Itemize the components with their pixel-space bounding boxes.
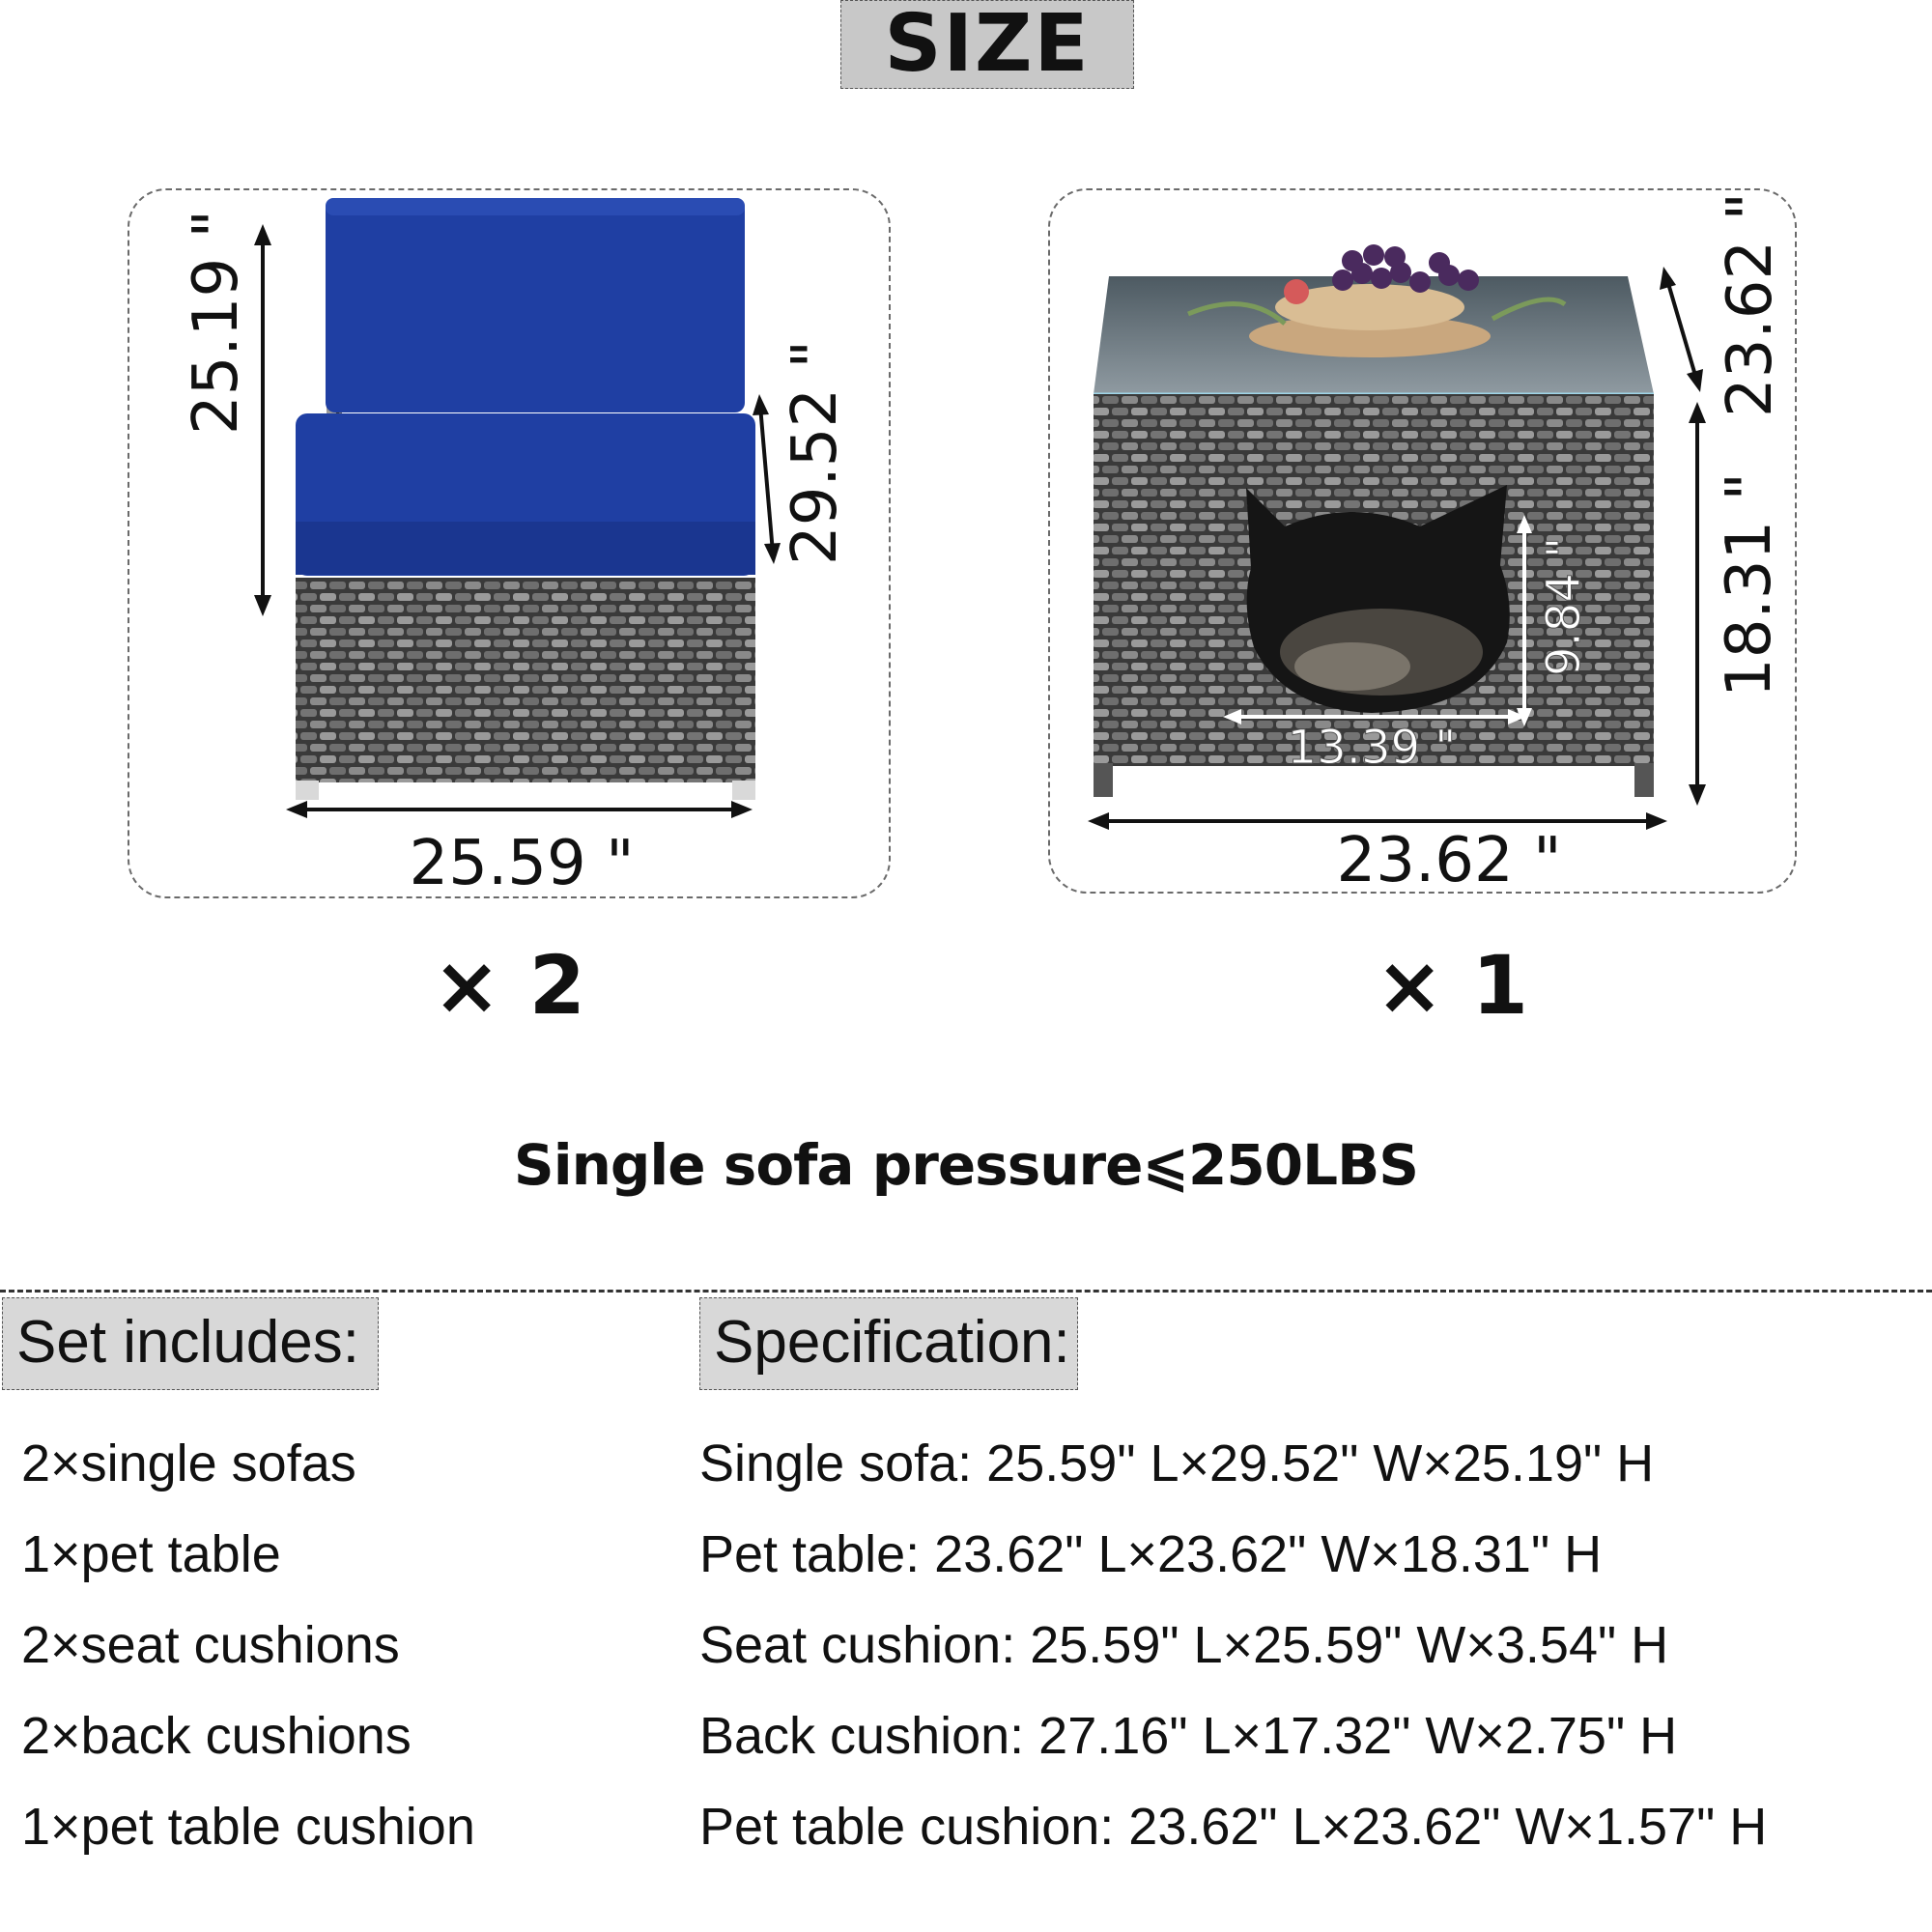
list-item: Back cushion: 27.16" L×17.32" W×2.75" H [699,1707,1678,1765]
sofa-width-label: 25.59 " [410,828,635,899]
set-includes-list: 2×single sofas 1×pet table 2×seat cushio… [21,1418,475,1872]
list-item: Pet table cushion: 23.62" L×23.62" W×1.5… [699,1798,1768,1856]
pressure-note: Single sofa pressure⩽250LBS [513,1132,1419,1198]
sofa-height-arrow [254,224,271,616]
table-depth-label: 23.62 " [1715,192,1786,417]
section-divider [0,1290,1932,1293]
table-depth-arrow [1660,267,1703,392]
list-item: 1×pet table cushion [21,1798,475,1856]
sofa-depth-label: 29.52 " [780,340,851,565]
opening-width-label: 13.39 " [1288,721,1457,775]
sofa-base [296,578,755,782]
sofa-width-arrow [286,801,753,818]
table-width-label: 23.62 " [1337,825,1562,896]
back-cushion [326,198,745,412]
fruit-bowl [1275,284,1464,330]
list-item: 2×seat cushions [21,1616,400,1674]
sofa-depth-arrow [753,394,781,564]
list-item: 1×pet table [21,1525,281,1583]
list-item: 2×single sofas [21,1435,356,1492]
table-width-arrow [1088,812,1667,830]
opening-width-arrow [1223,709,1526,724]
set-includes-heading: Set includes: [2,1297,379,1390]
pet-table-image [1094,244,1654,797]
sofa-height-label: 25.19 " [181,210,252,435]
table-height-arrow [1689,402,1706,806]
sofa-quantity: × 2 [433,938,586,1033]
single-sofa-image [296,198,755,800]
list-item: 2×back cushions [21,1707,412,1765]
list-item: Seat cushion: 25.59" L×25.59" W×3.54" H [699,1616,1669,1674]
page-title: SIZE [840,0,1134,89]
specification-list: Single sofa: 25.59" L×29.52" W×25.19" H … [699,1418,1767,1872]
list-item: Pet table: 23.62" L×23.62" W×18.31" H [699,1525,1603,1583]
table-quantity: × 1 [1376,938,1529,1033]
specification-heading: Specification: [699,1297,1078,1390]
list-item: Single sofa: 25.59" L×29.52" W×25.19" H [699,1435,1655,1492]
opening-height-label: 9.84 " [1537,537,1591,676]
table-height-label: 18.31 " [1714,472,1785,697]
